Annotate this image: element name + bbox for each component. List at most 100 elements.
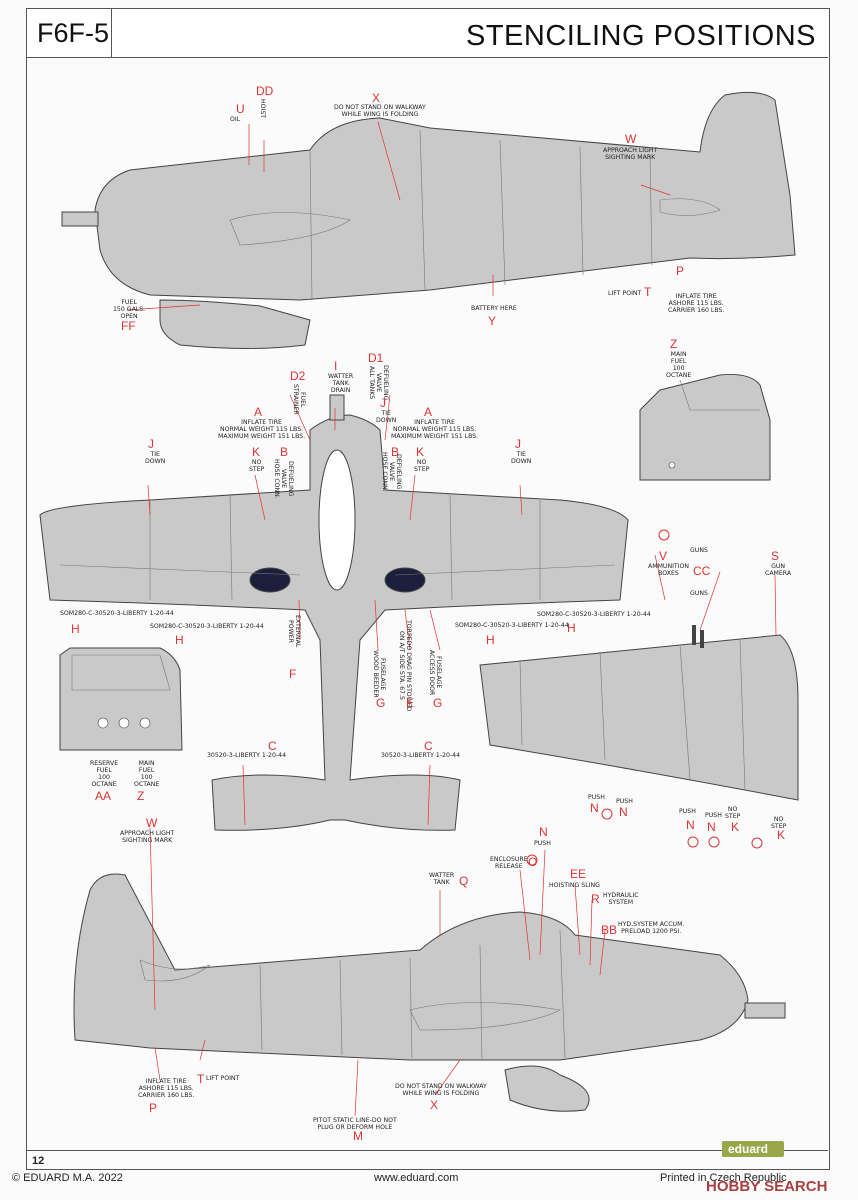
stencil-push-text-2: PUSH — [616, 798, 633, 805]
stencil-g-letter-left: G — [376, 696, 386, 710]
stencil-j-letter-right: J — [515, 437, 521, 451]
side-view-bottom — [73, 873, 786, 1112]
stencil-u-letter: U — [236, 102, 245, 116]
stencil-dd-text: HOIST — [259, 99, 266, 119]
stencil-b-text-left: DEFUELING VALVE HOSE CONN. — [273, 459, 294, 499]
stencil-q-letter: Q — [459, 874, 469, 888]
stencil-j-text-right: TIE DOWN — [511, 451, 532, 465]
stencil-c-text-left: 30520-3-LIBERTY 1-20-44 — [207, 752, 287, 759]
stencil-t-letter-bottom: T — [197, 1072, 205, 1086]
stencil-e-text: TORPEDO DRAG PIN STOWED ON A/T SIDE STA.… — [398, 620, 412, 712]
eduard-logo: eduard — [722, 1141, 784, 1157]
stencil-t-letter-top: T — [644, 285, 652, 299]
stencil-m-text: PITOT STATIC LINE-DO NOT PLUG OR DEFORM … — [313, 1117, 397, 1131]
stencil-bb-letter: BB — [601, 923, 618, 937]
stencil-cc-letter: CC — [693, 564, 711, 578]
stencil-b-text-right: DEFUELING VALVE HOSE CONN. — [381, 452, 402, 492]
stencil-ee-letter: EE — [570, 867, 587, 881]
stencil-u-text: OIL — [230, 116, 241, 123]
stencil-c-text-right: 30520-3-LIBERTY 1-20-44 — [381, 752, 461, 759]
stencil-k-text-right: NO STEP — [414, 459, 430, 473]
stencil-r-text: HYDRAULIC SYSTEM — [603, 892, 639, 906]
stencil-w-text-top: APPROACH LIGHT SIGHTING MARK — [603, 147, 658, 161]
stencil-f-letter: F — [289, 667, 297, 681]
stencil-e-letter: E — [406, 696, 415, 710]
stencil-h-letter-4: H — [567, 621, 576, 635]
stencil-x-text-bottom: DO NOT STAND ON WALKWAY WHILE WING IS FO… — [395, 1083, 487, 1097]
stencil-o-letter: O — [528, 855, 538, 869]
stencil-n-letter-3: N — [686, 818, 695, 832]
stencil-push-text-1: PUSH — [588, 794, 605, 801]
stencil-s-text: GUN CAMERA — [765, 563, 792, 577]
stencil-d1-text: DEFUELING VALVE ALL TANKS — [368, 365, 389, 401]
hobby-search-watermark: HOBBY SEARCH — [706, 1178, 828, 1195]
stencil-q-text: WATTER TANK — [429, 872, 455, 886]
stencil-z-letter-right: Z — [670, 337, 678, 351]
stencil-j-letter-center: J — [380, 396, 386, 410]
stencil-c-letter-left: C — [268, 739, 277, 753]
copyright: © EDUARD M.A. 2022 — [12, 1172, 123, 1184]
stencil-a-letter-right: A — [424, 405, 433, 419]
stencil-ee-text: HOISTING SLING — [549, 882, 600, 889]
website: www.eduard.com — [374, 1172, 459, 1184]
stencil-bb-text: HYD.SYSTEM ACCUM. PRELOAD 1200 PSI. — [618, 921, 685, 935]
stencil-v-letter: V — [659, 549, 668, 563]
stencil-b-letter-right: B — [391, 445, 400, 459]
callout-lines — [126, 121, 777, 1117]
warning-icons — [526, 529, 763, 866]
stencil-y-letter: Y — [488, 314, 497, 328]
stencil-h-text-2: SOM280-C-30520-3-LIBERTY 1-20-44 — [150, 623, 264, 630]
stencil-no-step-text-1: NO STEP — [725, 806, 741, 820]
stencil-aa-text: RESERVE FUEL 100 OCTANE — [90, 760, 119, 788]
stencil-n-letter-2: N — [619, 805, 628, 819]
stencil-t-text-top: LIFT POINT — [608, 290, 642, 297]
header-divider — [111, 9, 112, 57]
page-number: 12 — [32, 1155, 45, 1167]
stencil-w-text-bottom: APPROACH LIGHT SIGHTING MARK — [120, 830, 175, 844]
stencil-c-letter-right: C — [424, 739, 433, 753]
eduard-logo-text: eduard — [728, 1142, 769, 1156]
cockpit-detail-left — [59, 647, 183, 751]
stencil-ff-letter: FF — [121, 319, 136, 333]
stencil-a-text-right: INFLATE TIRE NORMAL WEIGHT 115 LBS. MAXI… — [391, 419, 479, 440]
stencil-k-letter-right: K — [416, 445, 425, 459]
stencil-y-text: BATTERY HERE — [471, 305, 517, 312]
stencil-n-letter-1: N — [590, 801, 599, 815]
stencil-x-letter-top: X — [372, 91, 381, 105]
stencil-a-letter-left: A — [254, 405, 263, 419]
stencil-h-letter-3: H — [486, 633, 495, 647]
stencil-aa-letter: AA — [95, 789, 112, 803]
stencil-h-text-3: SOM280-C-30520-3-LIBERTY 1-20-44 — [455, 622, 569, 629]
stencil-p-text-top: INFLATE TIRE ASHORE 115 LBS. CARRIER 160… — [668, 293, 725, 314]
footer-divider — [27, 1150, 828, 1151]
stencil-k-letter-wing-2: K — [777, 828, 786, 842]
stencil-guns-text-2: GUNS — [690, 590, 708, 597]
stencil-dd-letter: DD — [256, 84, 274, 98]
stencil-r-letter: R — [591, 892, 600, 906]
stencil-x-letter-bottom: X — [430, 1098, 439, 1112]
stencil-h-text-1: SOM280-C-30520-3-LIBERTY 1-20-44 — [60, 610, 174, 617]
stencil-d2-text: FUEL STRAINER — [292, 384, 306, 415]
stencil-b-letter-left: B — [280, 445, 289, 459]
stencil-p-letter-bottom: P — [149, 1101, 158, 1115]
stencil-z-text-left: MAIN FUEL 100 OCTANE — [134, 760, 160, 788]
stencil-d2-letter: D2 — [290, 369, 306, 383]
planform-view — [39, 394, 629, 831]
model-name: F6F-5 — [37, 18, 110, 48]
stencil-z-letter-left: Z — [137, 789, 145, 803]
stencil-push-text-bottom: PUSH — [534, 840, 551, 847]
stencil-j-text-left: TIE DOWN — [145, 451, 166, 465]
stencil-k-letter-wing: K — [731, 820, 740, 834]
printed-in: Printed in Czech Republic — [660, 1172, 787, 1184]
stencil-z-text-right: MAIN FUEL 100 OCTANE — [666, 351, 692, 379]
stencil-g-letter-right: G — [433, 696, 443, 710]
stencil-t-text-bottom: LIFT POINT — [206, 1075, 240, 1082]
stencil-h-letter-2: H — [175, 633, 184, 647]
stencil-j-letter-left: J — [148, 437, 154, 451]
stencil-d1-letter: D1 — [368, 351, 384, 365]
stencil-ff-text: FUEL 150 GALS. OPEN — [113, 299, 146, 320]
stencil-no-step-text-2: NO STEP — [771, 816, 787, 830]
cockpit-detail-right — [639, 374, 771, 481]
stencil-n-letter-4: N — [707, 820, 716, 834]
